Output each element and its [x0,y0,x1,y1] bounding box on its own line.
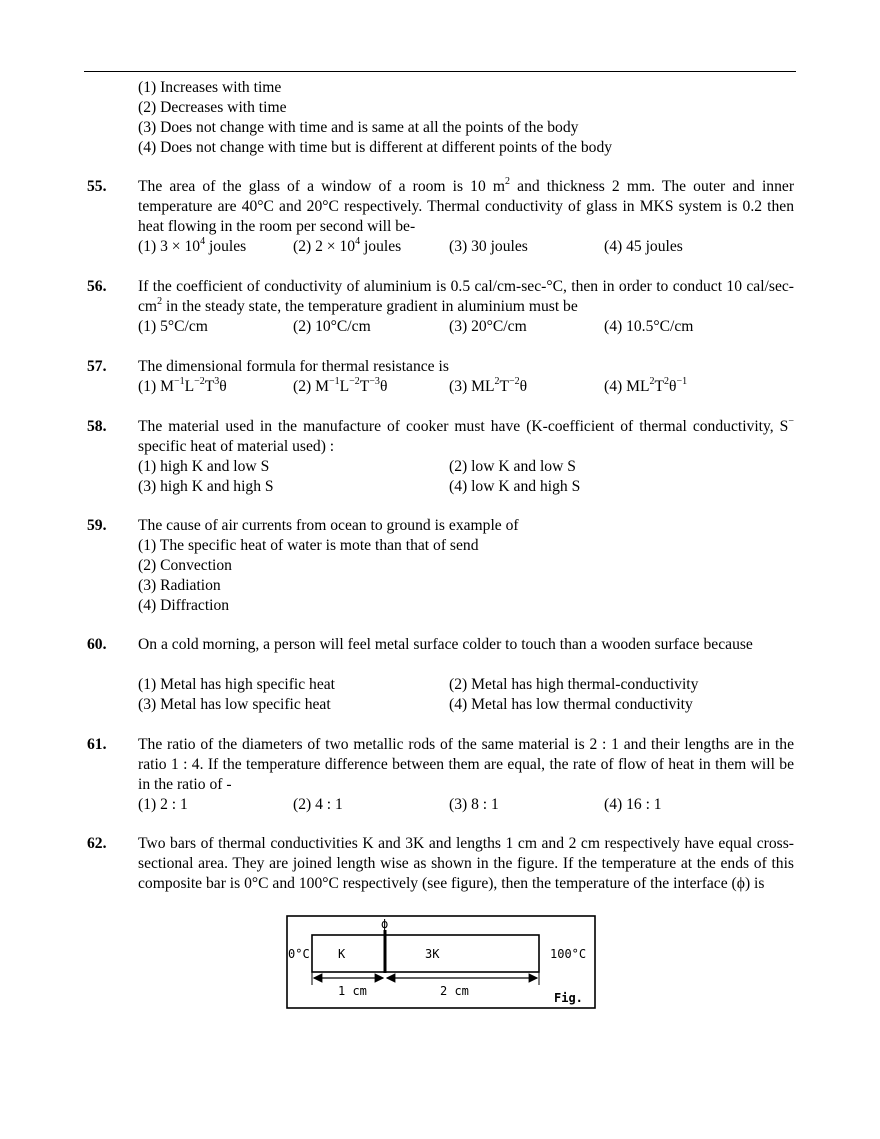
q55-option-3: (3) 30 joules [449,238,528,255]
right-temp-label: 100°C [550,947,586,961]
bar-3k-label: 3K [425,947,440,961]
q61-option-2: (2) 4 : 1 [293,796,343,813]
q60-option-1: (1) Metal has high specific heat [138,676,336,693]
question-61-text: The ratio of the diameters of two metall… [138,736,794,793]
question-55-text: The area of the glass of a window of a r… [138,175,795,235]
q57-option-1: (1) M−1L−2T3θ [138,375,227,395]
question-number-57: 57. [87,358,107,375]
q57-option-3: (3) ML2T−2θ [449,375,528,395]
left-temp-label: 0°C [288,947,310,961]
q55-option-1: (1) 3 × 104 joules [138,235,247,255]
question-62-text: Two bars of thermal conductivities K and… [138,835,794,892]
figure-frame [286,915,596,1009]
q58-option-2: (2) low K and low S [449,458,576,475]
q57-option-2: (2) M−1L−2T−3θ [293,375,388,395]
prev-option-4: (4) Does not change with time but is dif… [138,139,613,156]
figure-caption: Fig. [554,991,583,1005]
phi-label: ϕ [381,917,388,931]
composite-bar-figure: ϕ 0°C 100°C K 3K 1 cm 2 cm Fig. [286,915,596,1009]
question-59-text: The cause of air currents from ocean to … [138,517,519,534]
bar-k-label: K [338,947,346,961]
bar-k [311,934,386,973]
q60-option-2: (2) Metal has high thermal-conductivity [449,676,699,693]
q58-option-4: (4) low K and high S [449,478,581,495]
q59-option-1: (1) The specific heat of water is mote t… [138,537,479,554]
q57-option-4: (4) ML2T2θ−1 [604,375,688,395]
question-57-text: The dimensional formula for thermal resi… [138,358,449,375]
question-56-text: If the coefficient of conductivity of al… [138,278,794,315]
length-2-label: 2 cm [440,984,469,998]
prev-option-3: (3) Does not change with time and is sam… [138,119,579,136]
length-1-label: 1 cm [338,984,367,998]
q58-option-1: (1) high K and low S [138,458,270,475]
question-number-60: 60. [87,636,107,653]
q59-option-2: (2) Convection [138,557,232,574]
question-number-61: 61. [87,736,107,753]
q60-option-4: (4) Metal has low thermal conductivity [449,696,693,713]
bar-3k [384,934,540,973]
q58-option-3: (3) high K and high S [138,478,274,495]
q56-option-2: (2) 10°C/cm [293,318,371,335]
q56-option-3: (3) 20°C/cm [449,318,527,335]
q59-option-4: (4) Diffraction [138,597,230,614]
q61-option-4: (4) 16 : 1 [604,796,662,813]
question-number-62: 62. [87,835,107,852]
question-number-58: 58. [87,418,107,435]
q60-option-3: (3) Metal has low specific heat [138,696,331,713]
header-rule [84,71,796,72]
question-60-text: On a cold morning, a person will feel me… [138,636,753,653]
q61-option-3: (3) 8 : 1 [449,796,499,813]
q55-option-4: (4) 45 joules [604,238,683,255]
q55-option-2: (2) 2 × 104 joules [293,235,402,255]
prev-option-2: (2) Decreases with time [138,99,287,116]
question-number-59: 59. [87,517,107,534]
q56-option-1: (1) 5°C/cm [138,318,208,335]
question-number-55: 55. [87,178,107,195]
prev-option-1: (1) Increases with time [138,79,282,96]
q59-option-3: (3) Radiation [138,577,221,594]
q61-option-1: (1) 2 : 1 [138,796,188,813]
question-number-56: 56. [87,278,107,295]
q56-option-4: (4) 10.5°C/cm [604,318,694,335]
question-58-text: The material used in the manufacture of … [138,415,794,455]
